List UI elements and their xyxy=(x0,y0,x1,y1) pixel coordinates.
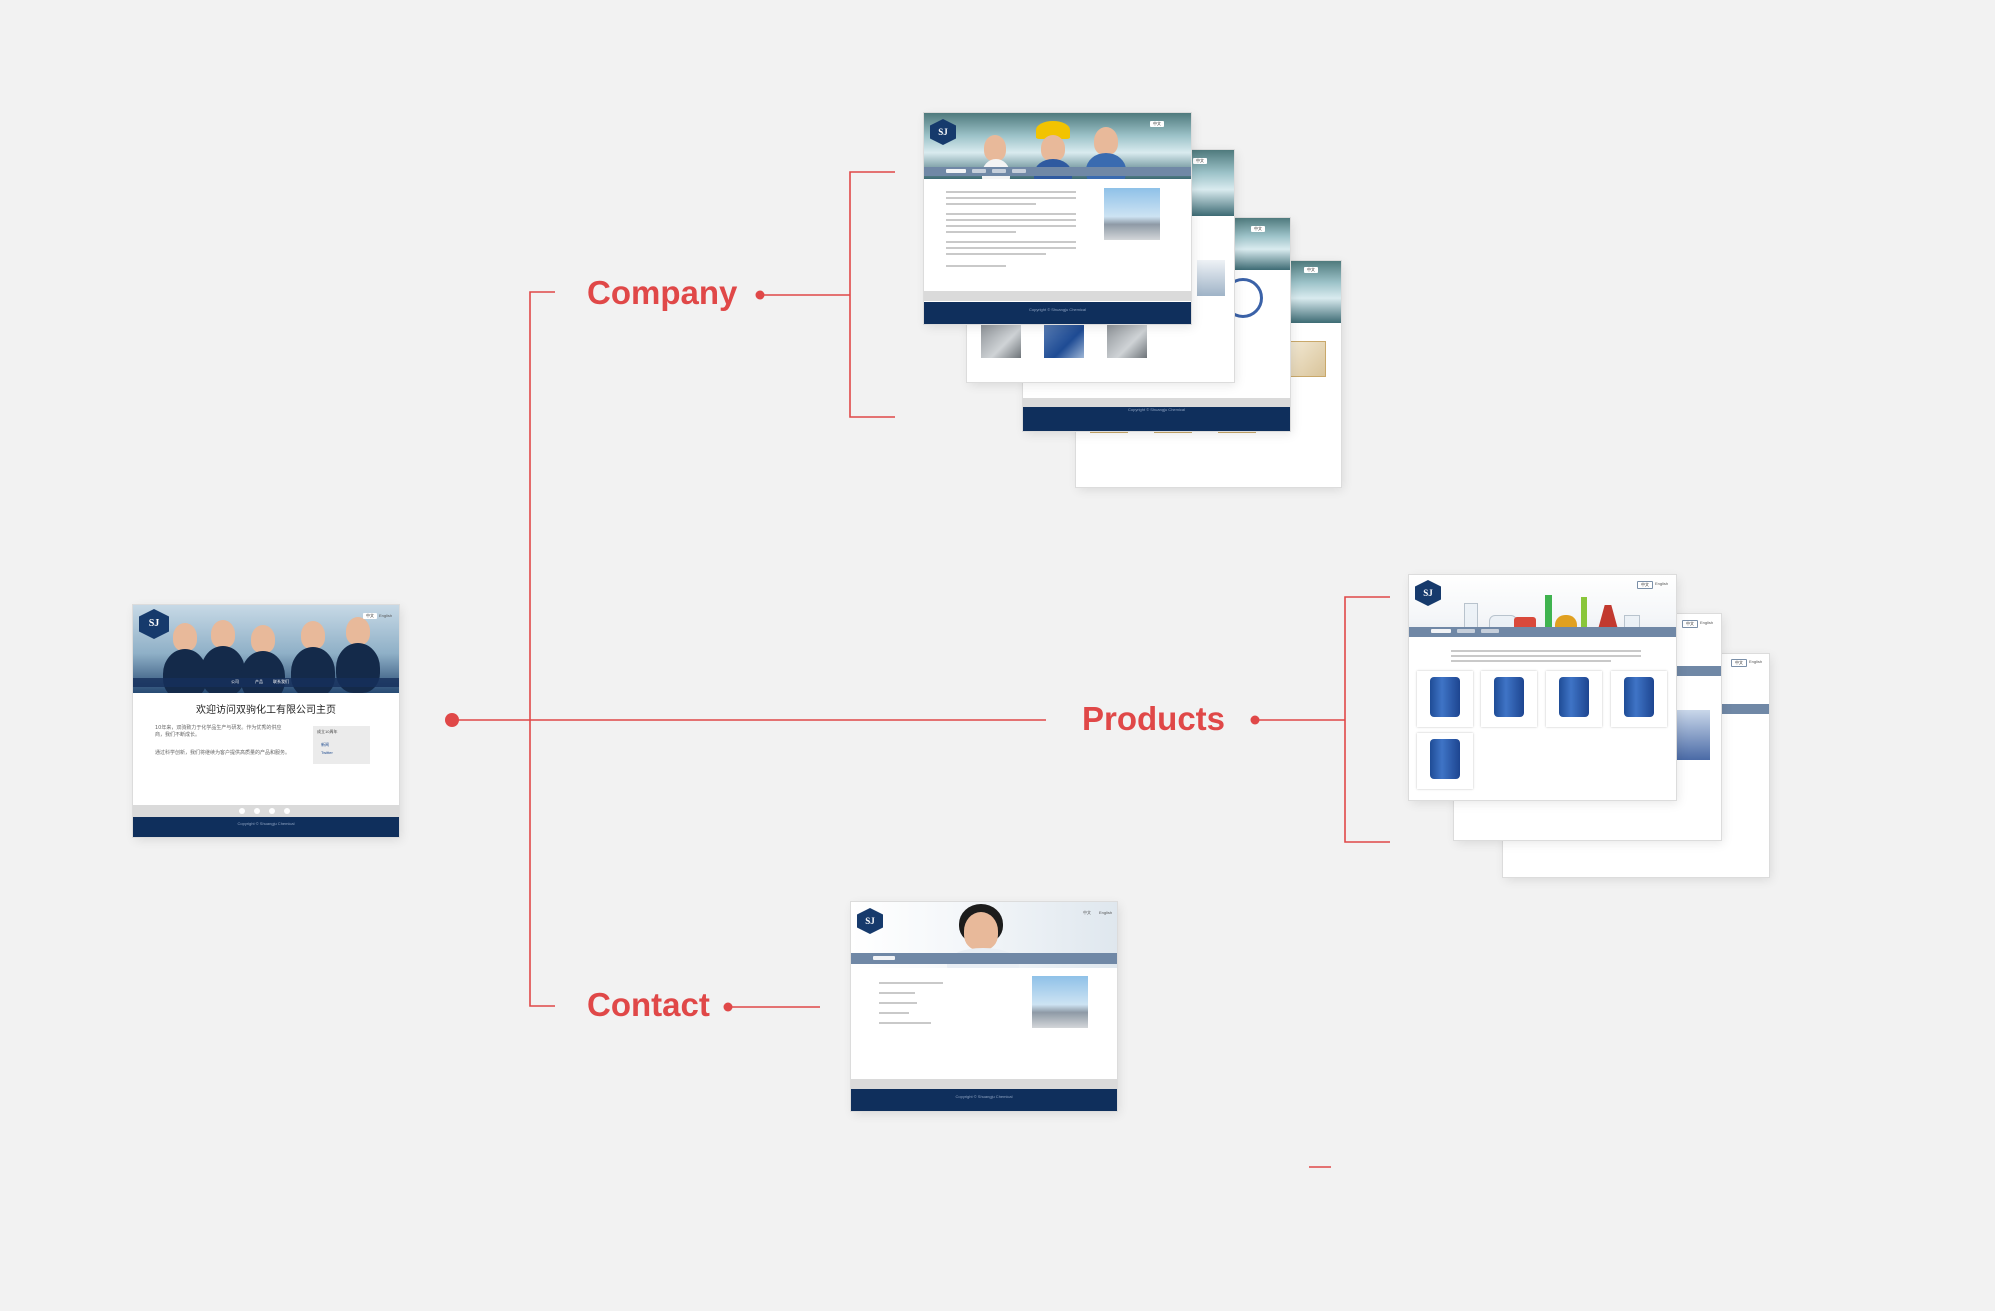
contact-label: Contact xyxy=(587,986,710,1023)
home-intro-2: 通过科学创新，我们将继续为客户提供高质量的产品和服务。 xyxy=(155,750,291,756)
company1-footer: Copyright © Shuangju Chemical xyxy=(924,302,1191,324)
root-node-dot xyxy=(445,713,459,727)
products-page-thumbnail-1[interactable]: SJ 中文 English xyxy=(1409,575,1676,800)
home-sidebar-link-2[interactable]: Twitter xyxy=(321,750,333,755)
products3-lang-link[interactable]: English xyxy=(1749,659,1763,664)
company3-lang-button[interactable]: 中文 xyxy=(1251,226,1265,232)
drum-image xyxy=(1494,677,1524,717)
drum-image xyxy=(1430,739,1460,779)
lab-worker-image xyxy=(1676,710,1710,760)
contact-lang-link[interactable]: English xyxy=(1099,910,1113,915)
company4-lang-button[interactable]: 中文 xyxy=(1304,267,1318,273)
product-card[interactable] xyxy=(1417,671,1473,727)
product-card[interactable] xyxy=(1417,733,1473,789)
company-dot xyxy=(755,290,765,300)
home-title: 欢迎访问双驹化工有限公司主页 xyxy=(196,705,336,716)
social-icon[interactable] xyxy=(254,808,260,814)
contact-social-bar xyxy=(851,1079,1117,1089)
home-logo[interactable]: SJ xyxy=(139,609,169,639)
equipment-image xyxy=(981,322,1021,358)
social-icon[interactable] xyxy=(284,808,290,814)
contact-footer: Copyright © Shuangju Chemical xyxy=(851,1089,1117,1111)
home-social-bar xyxy=(133,805,399,817)
home-footer: Copyright © Shuangju Chemical xyxy=(133,817,399,837)
home-page-thumbnail[interactable]: 公司 产品 联系我们 SJ 中文 English 欢迎访问双驹化工有限公司主页 … xyxy=(133,605,399,837)
home-nav-1[interactable]: 公司 xyxy=(231,679,239,684)
certificate-image xyxy=(1286,341,1326,377)
products2-lang-link[interactable]: English xyxy=(1700,620,1714,625)
contact-dot xyxy=(723,1002,733,1012)
company3-social-bar xyxy=(1023,398,1290,408)
product-card[interactable] xyxy=(1611,671,1667,727)
drum-image xyxy=(1624,677,1654,717)
product-card[interactable] xyxy=(1546,671,1602,727)
home-nav-3[interactable]: 联系我们 xyxy=(273,679,289,684)
contact-page-thumbnail[interactable]: SJ 中文 English Copyright © Shuangju Chemi… xyxy=(851,902,1117,1111)
company1-social-bar xyxy=(924,291,1191,301)
products1-navbar xyxy=(1409,627,1676,637)
product-card[interactable] xyxy=(1481,671,1537,727)
company2-lang-button[interactable]: 中文 xyxy=(1193,158,1207,164)
social-icon[interactable] xyxy=(269,808,275,814)
contact-navbar xyxy=(851,953,1117,964)
branch-bracket xyxy=(529,291,555,1007)
company1-lang-button[interactable]: 中文 xyxy=(1150,121,1164,127)
company1-navbar xyxy=(924,167,1191,176)
home-lang-button[interactable]: 中文 xyxy=(363,613,377,619)
home-nav-2[interactable]: 产品 xyxy=(255,679,263,684)
products1-logo[interactable]: SJ xyxy=(1415,580,1441,606)
home-navbar: 公司 产品 联系我们 xyxy=(133,678,399,687)
products-dot xyxy=(1250,715,1260,725)
home-sidebar-title: 成立10周年 xyxy=(317,729,338,734)
products-bracket xyxy=(1344,596,1390,843)
products1-lang-link[interactable]: English xyxy=(1655,581,1669,586)
social-icon[interactable] xyxy=(239,808,245,814)
tank-image xyxy=(1107,322,1147,358)
company3-footer: Copyright © Shuangju Chemical xyxy=(1023,407,1290,431)
products-label: Products xyxy=(1082,700,1226,737)
company-page-thumbnail-1[interactable]: SJ 中文 Copyright © Shuangju Chemical xyxy=(924,113,1191,324)
home-sidebar: 成立10周年 新闻 Twitter xyxy=(313,726,370,764)
drum-image xyxy=(1430,677,1460,717)
products1-lang-button[interactable]: 中文 xyxy=(1637,581,1653,589)
contact-lang-button[interactable]: 中文 xyxy=(1083,910,1091,915)
company-label: Company xyxy=(587,274,738,311)
home-lang-link[interactable]: English xyxy=(379,613,393,618)
drum-image xyxy=(1559,677,1589,717)
home-sidebar-link-1[interactable]: 新闻 xyxy=(321,742,329,747)
products2-lang-button[interactable]: 中文 xyxy=(1682,620,1698,628)
products3-lang-button[interactable]: 中文 xyxy=(1731,659,1747,667)
factory-image xyxy=(1104,188,1160,240)
factory-image xyxy=(1032,976,1088,1028)
worker-image xyxy=(1044,322,1084,358)
company-bracket xyxy=(849,171,895,418)
lab-worker-image xyxy=(1197,260,1225,296)
home-intro-1: 10年来，双驹致力于化学品生产与研发。作为优秀的供应商，我们不断成长。 xyxy=(155,725,282,738)
